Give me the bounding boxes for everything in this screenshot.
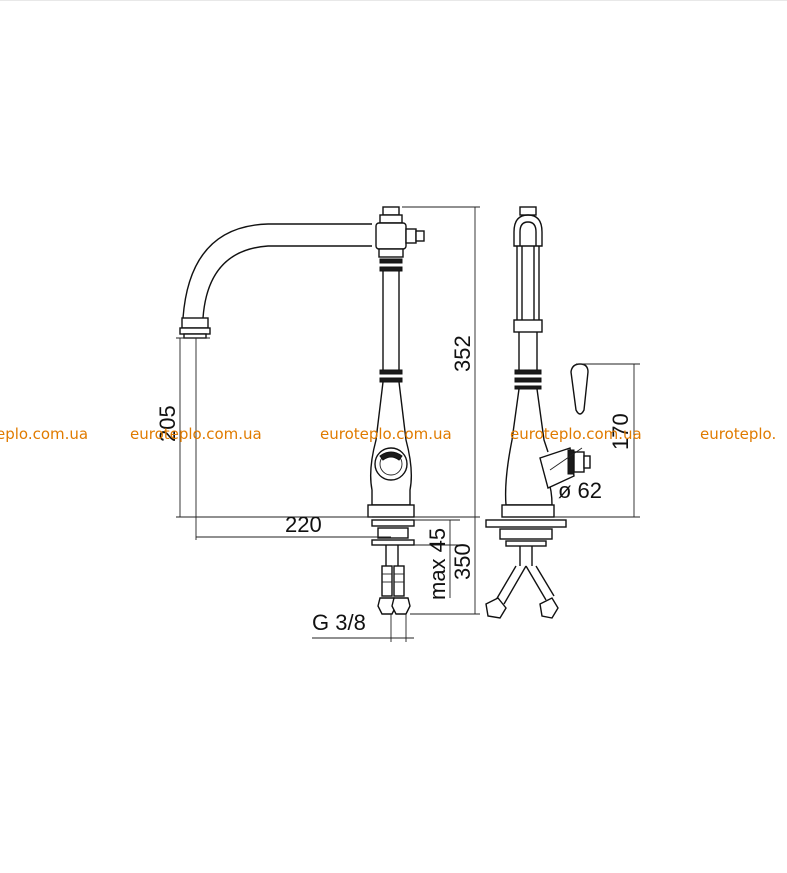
dim-max-deck: max 45: [425, 528, 450, 600]
watermark-text: eplo.com.ua: [0, 425, 88, 443]
aerator: [181, 317, 209, 329]
deck: [371, 519, 415, 527]
dim-spout-height: 205: [155, 405, 180, 442]
side-knob-side: [539, 447, 575, 489]
watermark-text: euroteplo.: [700, 425, 776, 443]
side-knob: [405, 228, 417, 244]
watermark-row: eplo.com.ua euroteplo.com.ua euroteplo.c…: [0, 425, 776, 443]
watermark-text: euroteplo.com.ua: [130, 425, 262, 443]
front-view: [179, 206, 425, 615]
watermark-text: euroteplo.com.ua: [510, 425, 642, 443]
dim-base-diameter: ø 62: [558, 478, 602, 503]
spout-outer: [182, 223, 372, 319]
hose-nut-right: [391, 597, 411, 615]
spout-inner: [202, 245, 372, 319]
dim-total-height: 352: [450, 335, 475, 372]
top-border: [0, 0, 787, 1]
watermark-text: euroteplo.com.ua: [320, 425, 452, 443]
dim-spout-reach: 220: [285, 512, 322, 537]
dim-handle-height: 170: [608, 413, 633, 450]
front-dimension-lines: [176, 206, 480, 642]
lever-handle: [570, 363, 589, 415]
side-view: [485, 206, 591, 619]
body-head: [375, 222, 407, 250]
dim-thread: G 3/8: [312, 610, 366, 635]
top-finial: [382, 206, 400, 216]
side-dimension-lines: [549, 363, 640, 518]
base-plate: [367, 504, 415, 518]
dim-hose-length: 350: [450, 543, 475, 580]
